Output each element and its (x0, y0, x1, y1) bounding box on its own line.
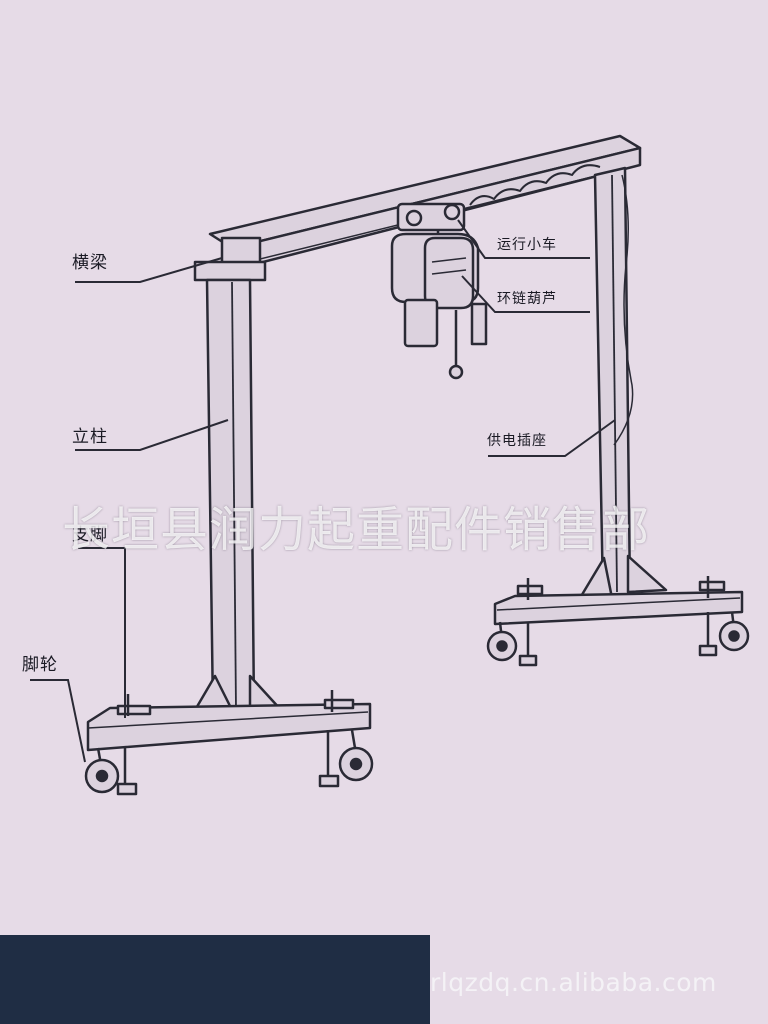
site-url: rlqzdq.cn.alibaba.com (430, 968, 717, 997)
leader-caster (30, 679, 86, 763)
right-column (486, 166, 750, 667)
bottom-band (0, 935, 430, 1024)
leader-hoist (461, 275, 590, 313)
leader-crossbeam (75, 257, 223, 283)
chain-hoist (390, 202, 488, 380)
label-support-leg: 支脚 (72, 525, 108, 545)
label-power-socket: 供电插座 (487, 433, 547, 449)
leader-column (75, 419, 229, 451)
leader-socket (488, 419, 616, 457)
label-caster: 脚轮 (22, 655, 58, 675)
leader-trolley (457, 219, 590, 259)
watermark-text: 长垣县润力起重配件销售部 (62, 502, 651, 558)
label-trolley: 运行小车 (497, 237, 557, 253)
left-column (84, 260, 374, 796)
leader-support-leg (78, 547, 126, 718)
label-column: 立柱 (72, 427, 108, 447)
label-chain-hoist: 环链葫芦 (497, 291, 557, 307)
label-crossbeam: 横梁 (72, 253, 108, 273)
